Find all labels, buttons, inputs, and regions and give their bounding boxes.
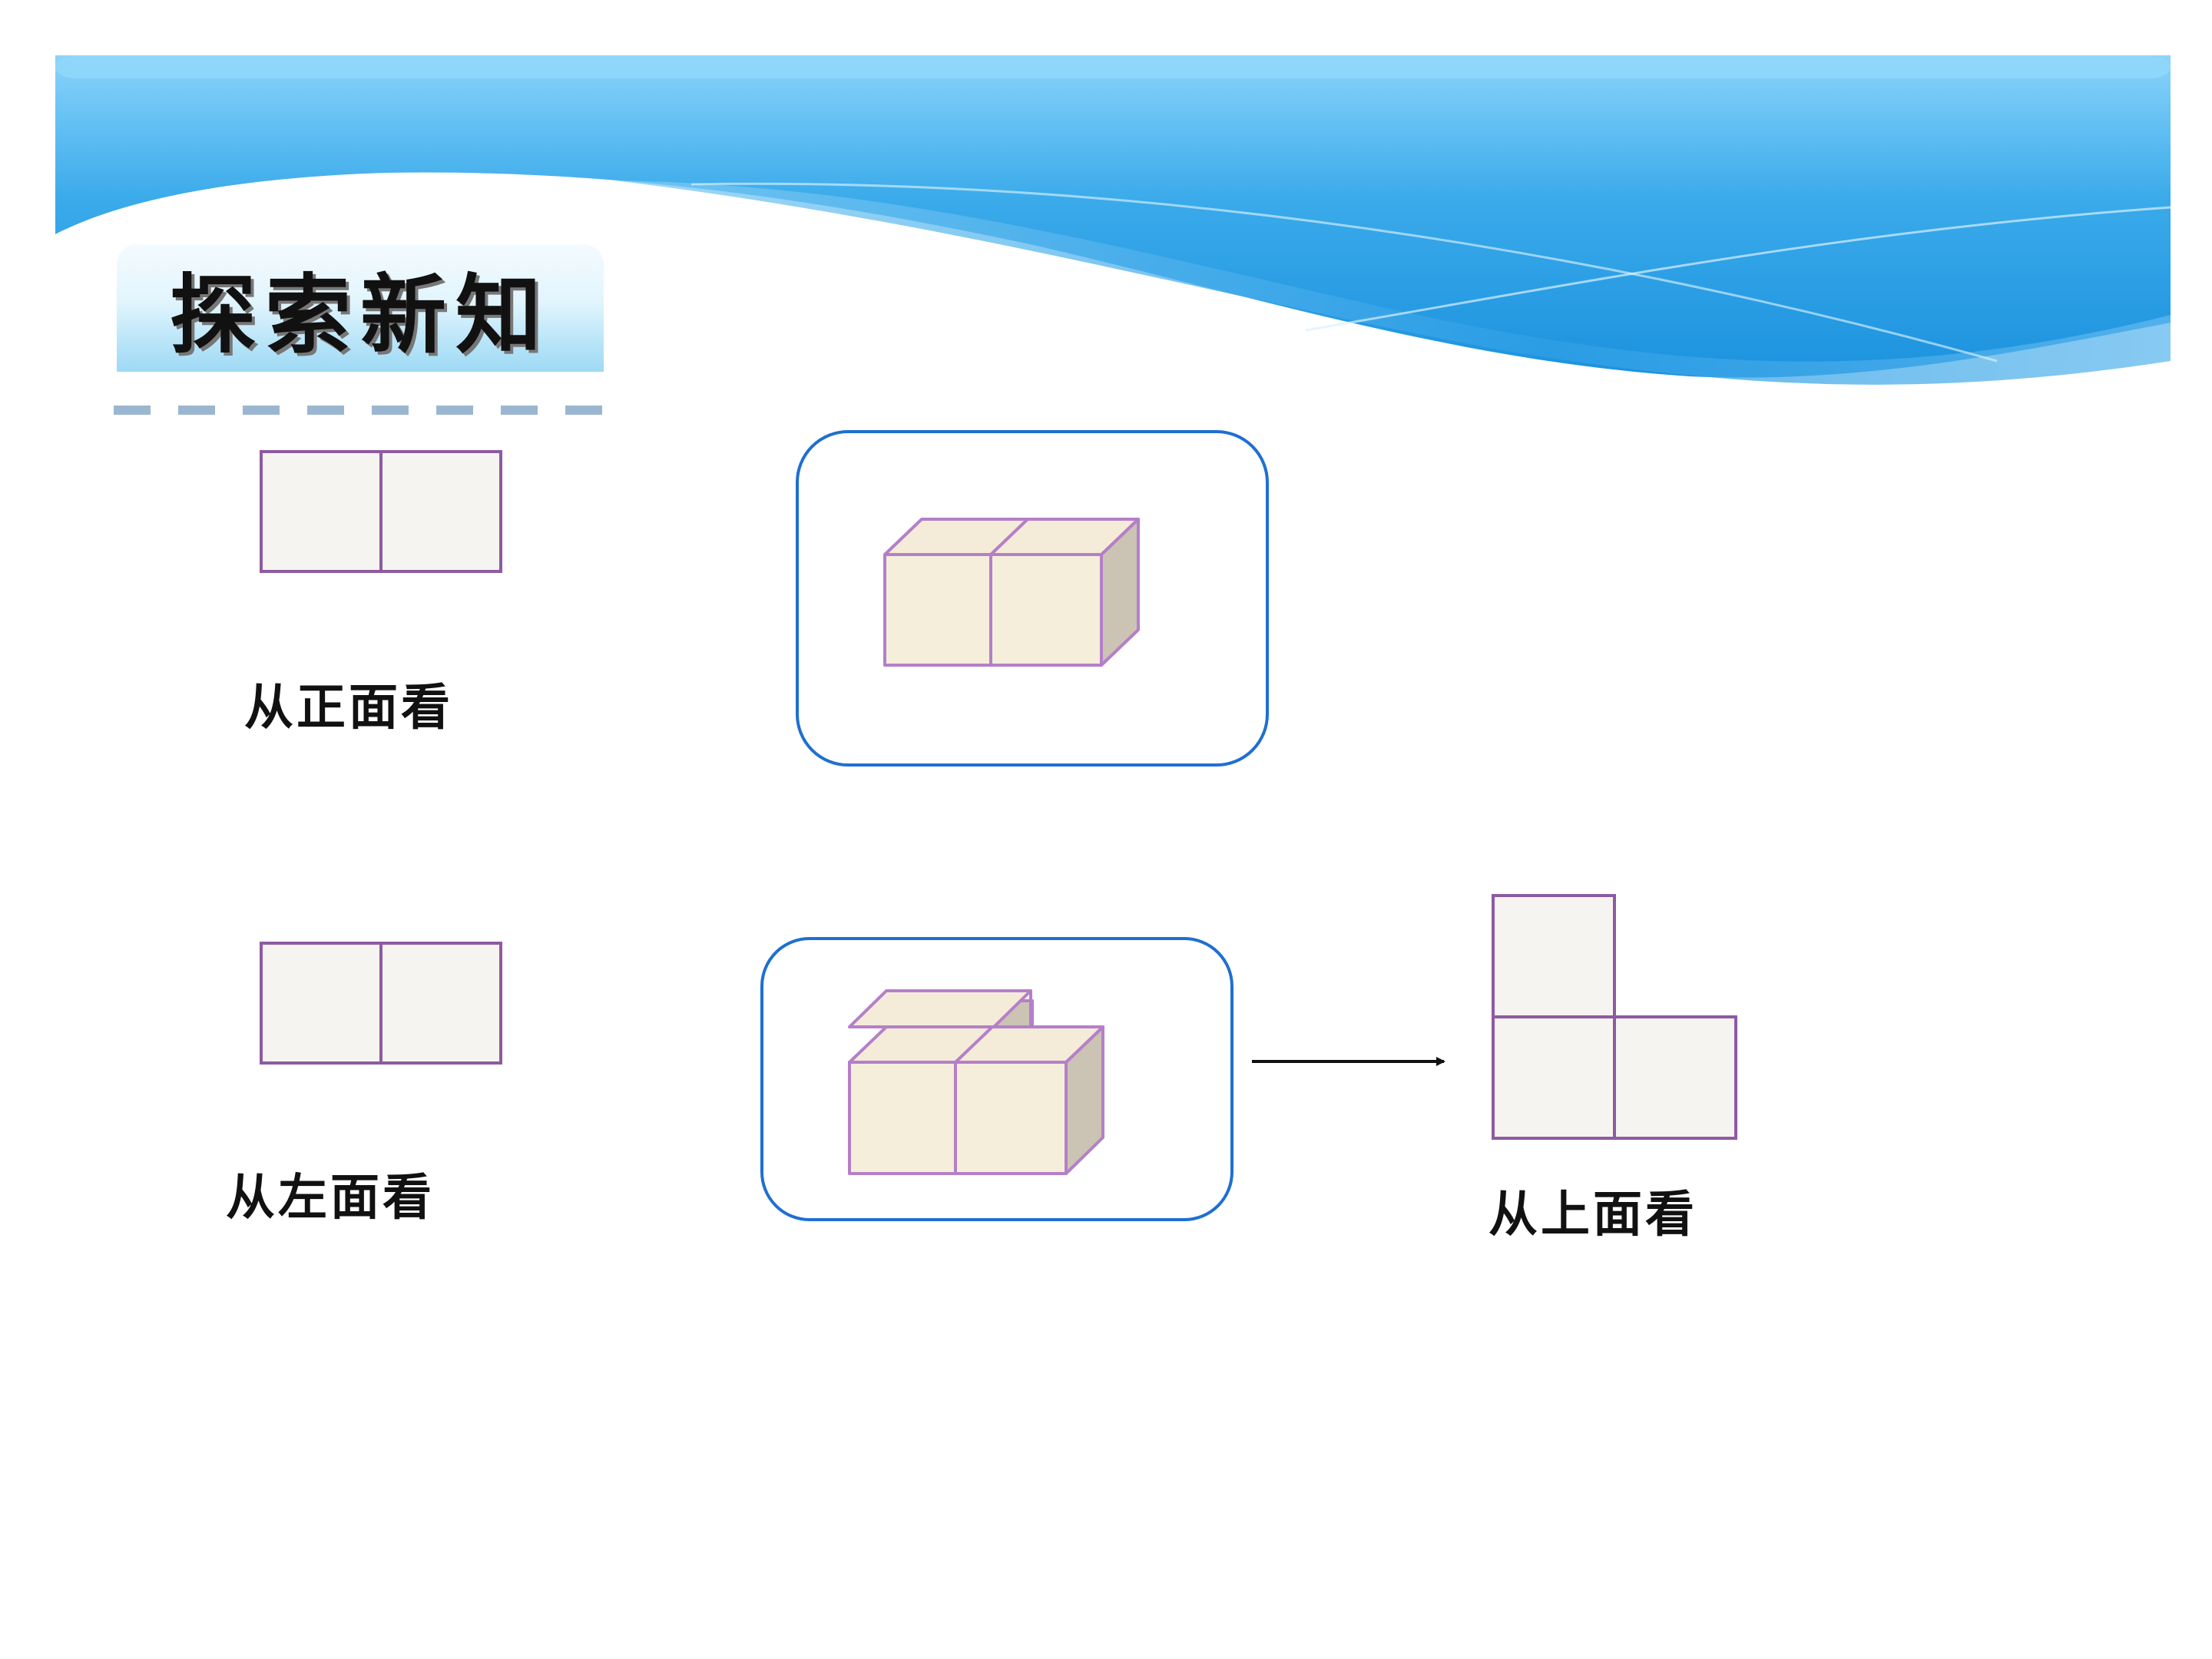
banner-top-edge <box>55 55 2171 78</box>
front-view-shape <box>260 450 502 573</box>
top-view-shape <box>1492 894 1737 1140</box>
two-cube-solid <box>883 518 1140 667</box>
top-view-label: 从上面看 <box>1488 1186 1697 1243</box>
front-view-label: 从正面看 <box>244 679 453 737</box>
banner-wave-highlight <box>1305 206 2171 332</box>
left-view-shape <box>260 942 502 1065</box>
section-title-tab: 探索新知 <box>117 244 604 372</box>
three-cube-solid <box>848 989 1104 1175</box>
section-title: 探索新知 <box>170 265 551 366</box>
banner-wave-lower <box>614 180 2171 385</box>
banner-wave-highlight <box>690 182 1998 363</box>
banner-shape <box>55 55 2171 378</box>
left-view-label: 从左面看 <box>226 1169 435 1227</box>
